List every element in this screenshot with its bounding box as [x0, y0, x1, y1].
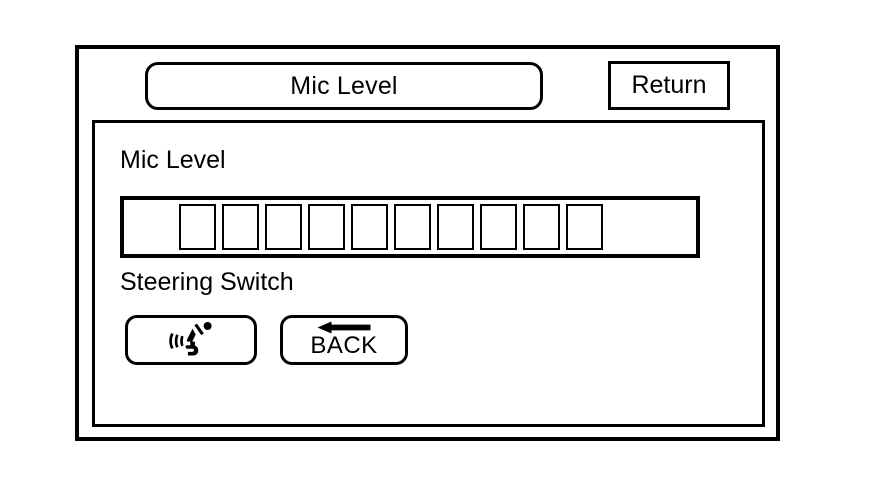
- screen-title-box: Mic Level: [145, 62, 543, 110]
- content-panel: Mic Level Steering Switch: [92, 120, 765, 427]
- device-screen-frame: Mic Level Return Mic Level Steering Swit…: [75, 45, 780, 441]
- back-button-label: BACK: [310, 332, 378, 359]
- meter-segment: [437, 204, 474, 250]
- mic-level-label: Mic Level: [120, 146, 226, 174]
- meter-segment: [523, 204, 560, 250]
- meter-segment: [308, 204, 345, 250]
- arrow-left-icon: [317, 321, 371, 334]
- mic-level-meter: [120, 196, 700, 258]
- talk-voice-command-icon: [168, 321, 214, 359]
- meter-segment: [265, 204, 302, 250]
- steering-switch-button-row: BACK: [125, 315, 408, 365]
- return-button-label: Return: [631, 71, 707, 99]
- talk-button[interactable]: [125, 315, 257, 365]
- back-button[interactable]: BACK: [280, 315, 408, 365]
- meter-segment: [351, 204, 388, 250]
- meter-segment: [179, 204, 216, 250]
- meter-segment: [566, 204, 603, 250]
- mic-level-meter-track: [129, 200, 691, 254]
- meter-segment: [222, 204, 259, 250]
- page-title: Mic Level: [290, 71, 398, 100]
- meter-segment: [480, 204, 517, 250]
- header-bar: Mic Level Return: [79, 49, 776, 121]
- back-button-content: BACK: [310, 321, 377, 358]
- steering-switch-label: Steering Switch: [120, 268, 294, 296]
- meter-segment: [394, 204, 431, 250]
- return-button[interactable]: Return: [608, 61, 730, 110]
